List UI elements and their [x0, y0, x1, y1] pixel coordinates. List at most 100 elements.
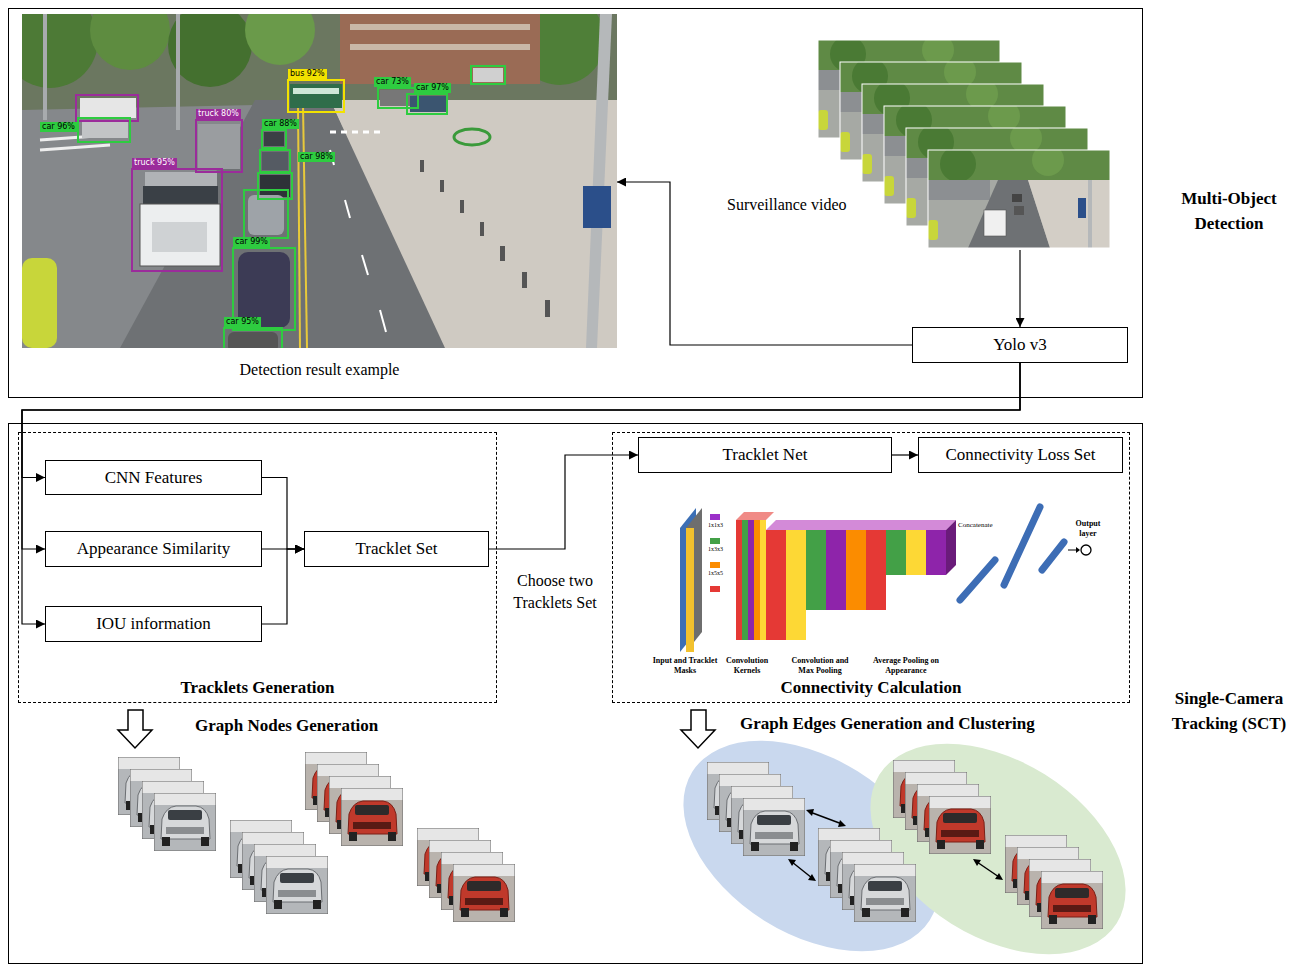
detection-photo — [168, 14, 252, 87]
network-illustration — [760, 520, 766, 640]
detection-tag-wrap: truck 95% — [132, 158, 177, 168]
detection-photo — [454, 129, 490, 145]
detection-photo — [522, 272, 527, 288]
network-illustration — [1076, 547, 1080, 553]
detection-tag-wrap: car 95% — [224, 317, 261, 327]
network-illustration — [710, 514, 720, 520]
similarity-arrows — [806, 809, 814, 816]
similarity-arrows — [792, 862, 812, 878]
detection-photo — [22, 14, 98, 88]
detection-tag-wrap: car 73% — [374, 77, 411, 87]
detection-photo — [152, 222, 207, 252]
network-illustration — [960, 560, 995, 600]
detection-photo — [290, 84, 342, 108]
process-box: Tracklet Set — [304, 531, 489, 567]
process-box: Appearance Similarity — [45, 531, 262, 567]
detection-photo — [288, 80, 344, 112]
network-illustration — [906, 530, 926, 575]
layer-caption-wrap: Convolution Kernels — [722, 656, 772, 676]
video-stack: Surveillance video — [725, 40, 1113, 250]
detection-photo — [145, 172, 217, 188]
detection-photo — [43, 14, 47, 120]
detection-photo — [260, 175, 290, 197]
detection-photo — [410, 96, 446, 112]
detection-photo — [120, 100, 445, 348]
detection-tag: truck 95% — [132, 158, 177, 168]
detection-tag: car 98% — [298, 152, 335, 162]
detection-photo — [76, 66, 505, 348]
detection-photo — [90, 14, 170, 70]
network-illustration — [766, 520, 956, 530]
connector-arrow — [489, 455, 638, 549]
network-illustration — [886, 530, 906, 575]
network-illustration — [736, 520, 742, 640]
detection-photo — [22, 258, 57, 348]
detection-photo — [262, 152, 288, 170]
edge-label: Choose two Tracklets Set — [503, 570, 607, 614]
kernel-size-wrap: 1x3x3 — [706, 546, 725, 553]
detection-photo — [340, 14, 540, 84]
layer-caption: Concatenate — [958, 521, 993, 529]
detection-photo — [500, 246, 505, 261]
detection-photo — [132, 169, 222, 271]
layer-caption: Output layer — [1068, 519, 1108, 539]
cluster-ellipses — [833, 700, 1164, 966]
image-caption: Detection result example — [22, 361, 617, 379]
detection-tag: car 95% — [224, 317, 261, 327]
detection-photo — [298, 105, 300, 348]
network-illustration — [1081, 545, 1091, 555]
hollow-arrows — [118, 710, 715, 748]
panel-heading: Single-Camera Tracking (SCT) — [1154, 686, 1304, 736]
video-frames — [818, 34, 1110, 248]
network-illustration — [946, 520, 956, 575]
network-illustration — [1004, 507, 1040, 585]
detection-photo — [293, 88, 339, 94]
network-illustration — [686, 508, 702, 652]
layer-caption-wrap: Concatenate — [958, 521, 993, 529]
detection-photo — [40, 145, 110, 150]
detection-photo — [248, 195, 284, 235]
detection-tag-wrap: car 96% — [40, 122, 77, 132]
connector-arrow — [617, 182, 912, 345]
video-frames — [928, 144, 1110, 248]
panel: Multi-Object DetectionDetection result e… — [8, 8, 1143, 398]
detection-photo — [260, 150, 290, 172]
detection-tag: car 88% — [262, 119, 299, 129]
connector-arrow — [22, 363, 1020, 549]
panel-heading-wrap: Multi-Object Detection — [1154, 186, 1304, 236]
detection-photo — [420, 160, 424, 172]
kernel-size: 1x3x3 — [706, 546, 725, 553]
hollow-arrows — [118, 710, 152, 748]
kernel-size: 1x1x3 — [706, 522, 725, 529]
detection-tag: car 96% — [40, 122, 77, 132]
network-illustration — [786, 530, 806, 640]
detection-image: Detection result example — [22, 14, 617, 348]
similarity-arrows — [808, 874, 816, 881]
network-illustration — [742, 520, 748, 640]
connector-arrow — [892, 454, 918, 455]
process-box: Connectivity Loss Set — [918, 437, 1123, 473]
detection-photo — [330, 131, 380, 134]
kernel-size-wrap: 1x5x5 — [706, 570, 725, 577]
vehicle-tracklets — [743, 798, 805, 856]
dashed-group: Tracklets GenerationCNN FeaturesAppearan… — [18, 432, 497, 703]
connector-arrow — [1019, 250, 1020, 327]
detection-photo — [350, 24, 530, 30]
similarity-arrows — [788, 859, 796, 866]
detection-tag-wrap: car 99% — [233, 237, 270, 247]
detection-photo — [303, 105, 307, 348]
connector-arrow — [262, 478, 304, 550]
detection-tag-wrap: truck 80% — [196, 109, 241, 119]
similarity-arrows — [810, 812, 842, 824]
detection-photo — [407, 94, 447, 114]
panel-heading-wrap: Single-Camera Tracking (SCT) — [1154, 686, 1304, 736]
network-illustration — [1042, 542, 1064, 570]
layer-caption: Convolution Kernels — [722, 656, 772, 676]
detection-photo — [262, 130, 286, 148]
layer-caption-wrap: Convolution and Max Pooling — [785, 656, 855, 676]
group-heading: Tracklets Generation — [19, 678, 496, 698]
detection-photo — [196, 120, 242, 172]
network-illustration — [754, 520, 760, 640]
detection-tag-wrap: bus 92% — [288, 69, 327, 79]
